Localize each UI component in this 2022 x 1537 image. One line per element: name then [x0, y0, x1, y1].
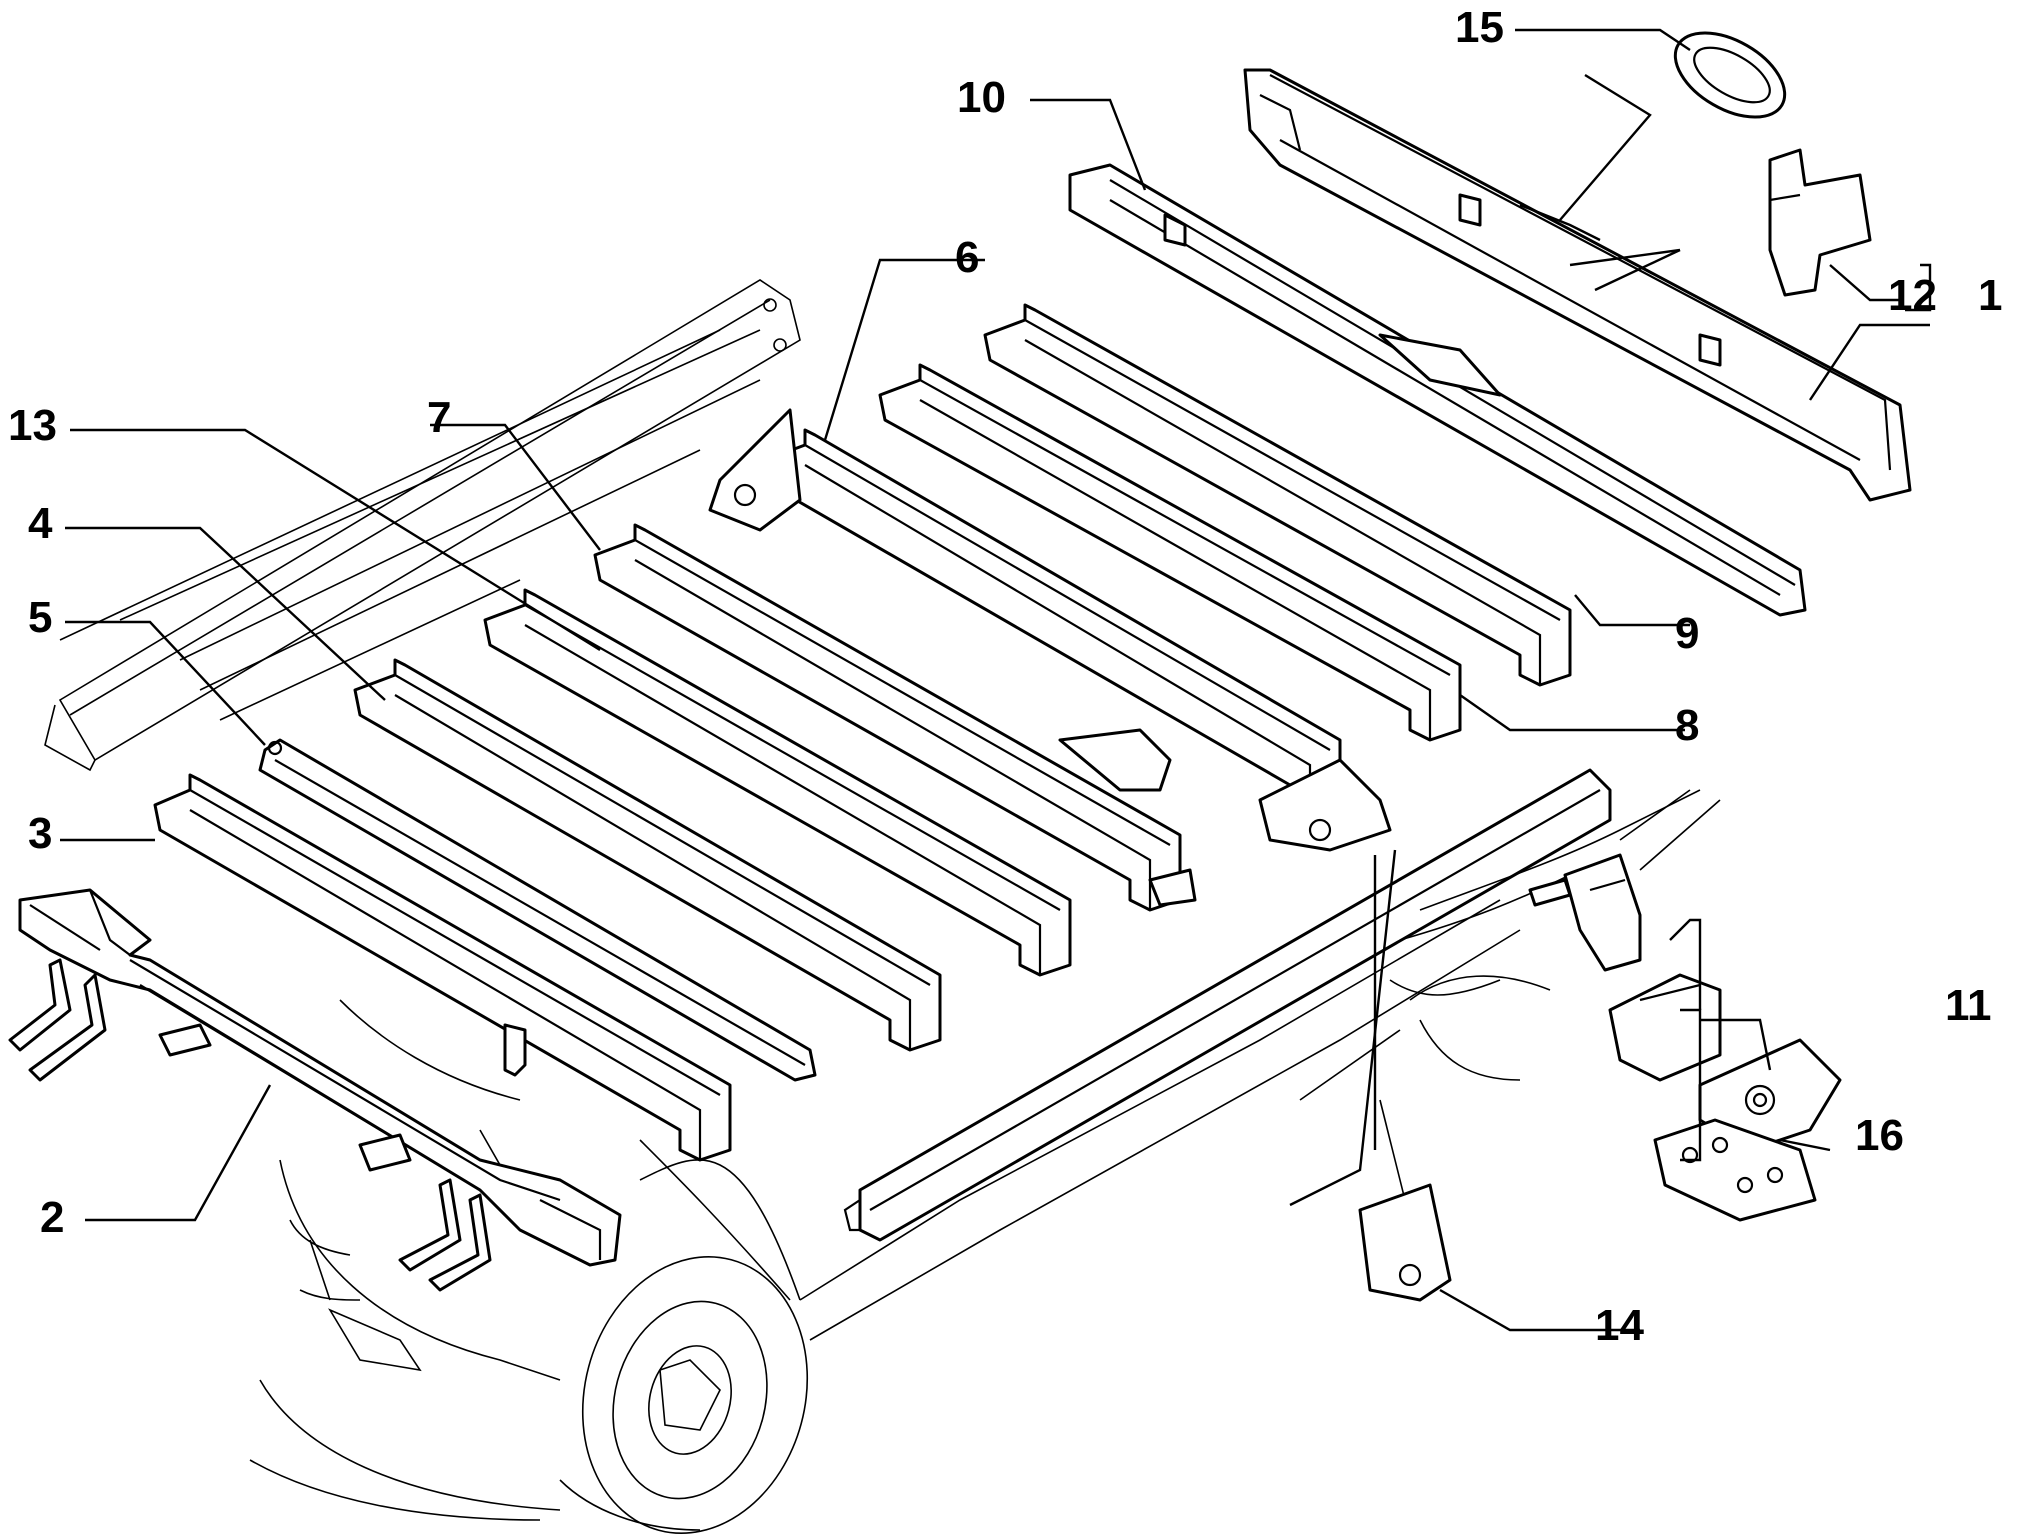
part-9-crossmember [983, 303, 1572, 687]
part-1-rear-crossmember [1243, 68, 1912, 502]
part-13-crossmember [483, 588, 1072, 977]
part-6-crossmember-with-brackets [708, 408, 1392, 852]
leader-lines [60, 28, 1932, 1332]
part-8-crossmember [878, 363, 1462, 742]
callout-3: 3 [28, 809, 52, 858]
callout-4: 4 [28, 499, 53, 548]
callout-14: 14 [1595, 1301, 1644, 1350]
callout-5: 5 [28, 593, 52, 642]
part-11-mount-block [1608, 973, 1722, 1082]
callout-7: 7 [427, 393, 451, 442]
callout-1: 1 [1978, 271, 2002, 320]
callout-16: 16 [1855, 1111, 1904, 1160]
part-16-mounting-plate [1653, 1118, 1817, 1222]
part-7-crossmember [593, 523, 1197, 912]
callout-15: 15 [1455, 3, 1504, 52]
callout-11: 11 [1945, 981, 1992, 1030]
part-5-crossmember [258, 738, 817, 1082]
callout-10: 10 [957, 73, 1006, 122]
part-15-oval-plug [1673, 31, 1787, 119]
part-10-crossmember [1068, 163, 1807, 617]
callout-6: 6 [955, 233, 979, 282]
callout-9: 9 [1675, 609, 1699, 658]
callout-13: 13 [8, 401, 57, 450]
part-3-crossmember [153, 773, 732, 1162]
vehicle-ghost-outline [44, 279, 1721, 1534]
callout-8: 8 [1675, 701, 1699, 750]
callout-12: 12 [1888, 271, 1937, 320]
tow-hitch-bracket [1528, 853, 1642, 972]
part-14-bracket [1358, 1183, 1452, 1302]
part-2-front-crossmember [8, 888, 622, 1292]
part-4-crossmember [353, 658, 942, 1052]
callout-2: 2 [40, 1193, 64, 1242]
callout-labels: 15 10 6 12 1 7 13 4 5 9 8 3 11 16 2 14 [8, 3, 2002, 1350]
part-12-bracket [1768, 148, 1872, 297]
